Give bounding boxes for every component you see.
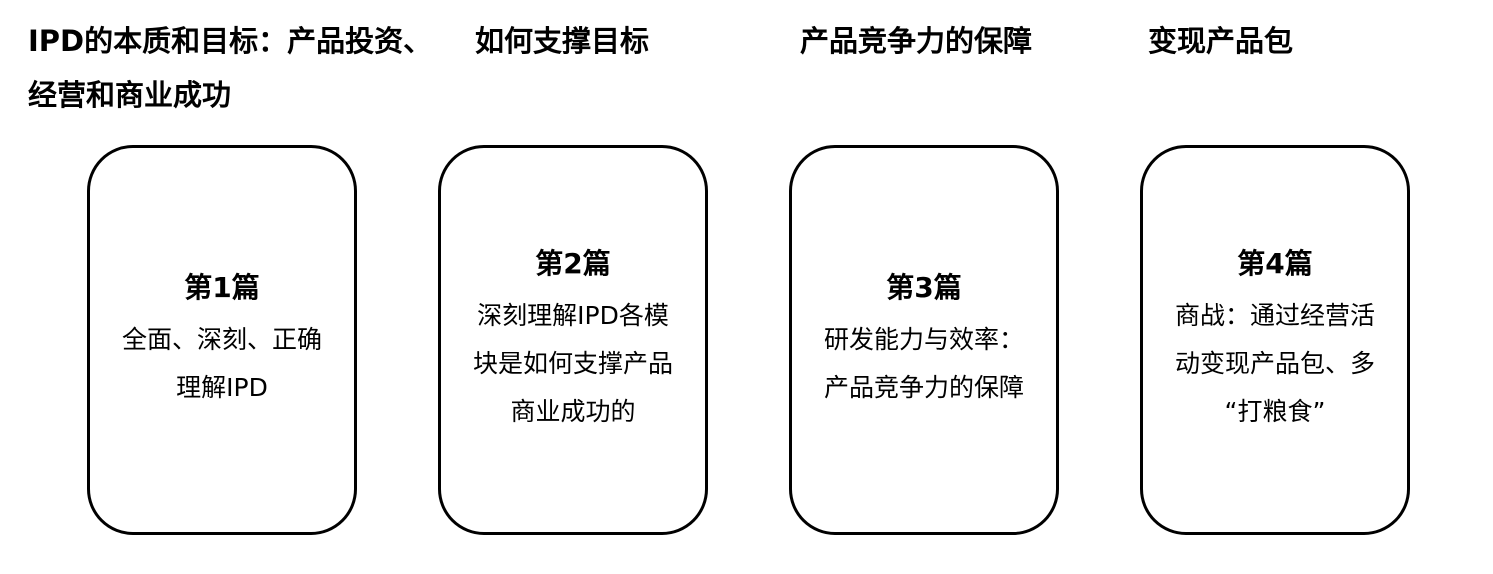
column-heading-monetize: 变现产品包 xyxy=(1148,24,1294,58)
part-2-title: 第2篇 xyxy=(535,247,611,280)
part-1-description: 全面、深刻、正确 理解IPD xyxy=(121,325,322,402)
part-4-card: 第4篇 商战：通过经营活 动变现产品包、多 “打粮食” xyxy=(1140,145,1410,535)
part-4-title: 第4篇 xyxy=(1237,247,1313,280)
column-heading-support-goals: 如何支撑目标 xyxy=(475,24,650,58)
column-heading-competitiveness: 产品竞争力的保障 xyxy=(800,24,1033,58)
part-1-card: 第1篇 全面、深刻、正确 理解IPD xyxy=(87,145,357,535)
part-2-card: 第2篇 深刻理解IPD各模 块是如何支撑产品 商业成功的 xyxy=(438,145,708,535)
part-3-description: 研发能力与效率： 产品竞争力的保障 xyxy=(823,325,1024,402)
part-3-card: 第3篇 研发能力与效率： 产品竞争力的保障 xyxy=(789,145,1059,535)
part-4-description: 商战：通过经营活 动变现产品包、多 “打粮食” xyxy=(1174,301,1375,426)
part-3-title: 第3篇 xyxy=(886,271,962,304)
column-heading-ipd-essence: IPD的本质和目标：产品投资、 经营和商业成功 xyxy=(28,24,433,112)
part-2-description: 深刻理解IPD各模 块是如何支撑产品 商业成功的 xyxy=(472,301,673,426)
part-1-title: 第1篇 xyxy=(184,271,260,304)
